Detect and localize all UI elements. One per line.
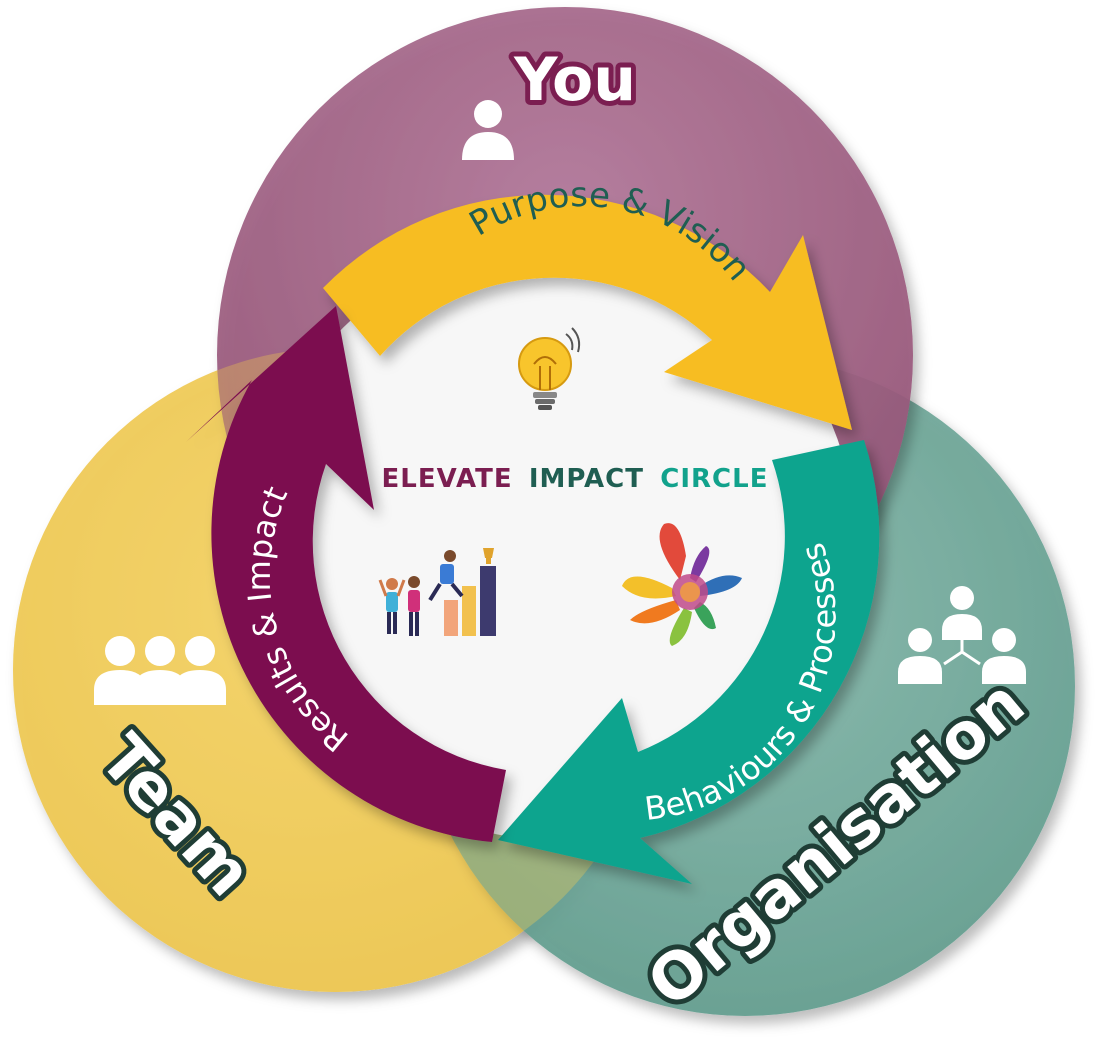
ring-label-you: You bbox=[513, 45, 636, 115]
title-part-impact: IMPACT bbox=[529, 464, 644, 494]
paint-splash-icon bbox=[622, 523, 742, 646]
group-icon bbox=[94, 636, 226, 705]
lightbulb-icon bbox=[518, 327, 581, 410]
cycle-center bbox=[255, 240, 855, 840]
org-chart-icon bbox=[898, 586, 1026, 684]
cycle-segment-purpose bbox=[323, 194, 852, 430]
team-success-chart-icon bbox=[378, 548, 496, 636]
cycle-title: ELEVATE IMPACT CIRCLE bbox=[382, 464, 769, 494]
title-part-elevate: ELEVATE bbox=[382, 464, 513, 494]
person-icon bbox=[462, 100, 514, 160]
title-part-circle: CIRCLE bbox=[660, 464, 768, 494]
cycle-segment-results bbox=[186, 306, 506, 842]
cycle-segment-behaviours bbox=[498, 440, 880, 884]
